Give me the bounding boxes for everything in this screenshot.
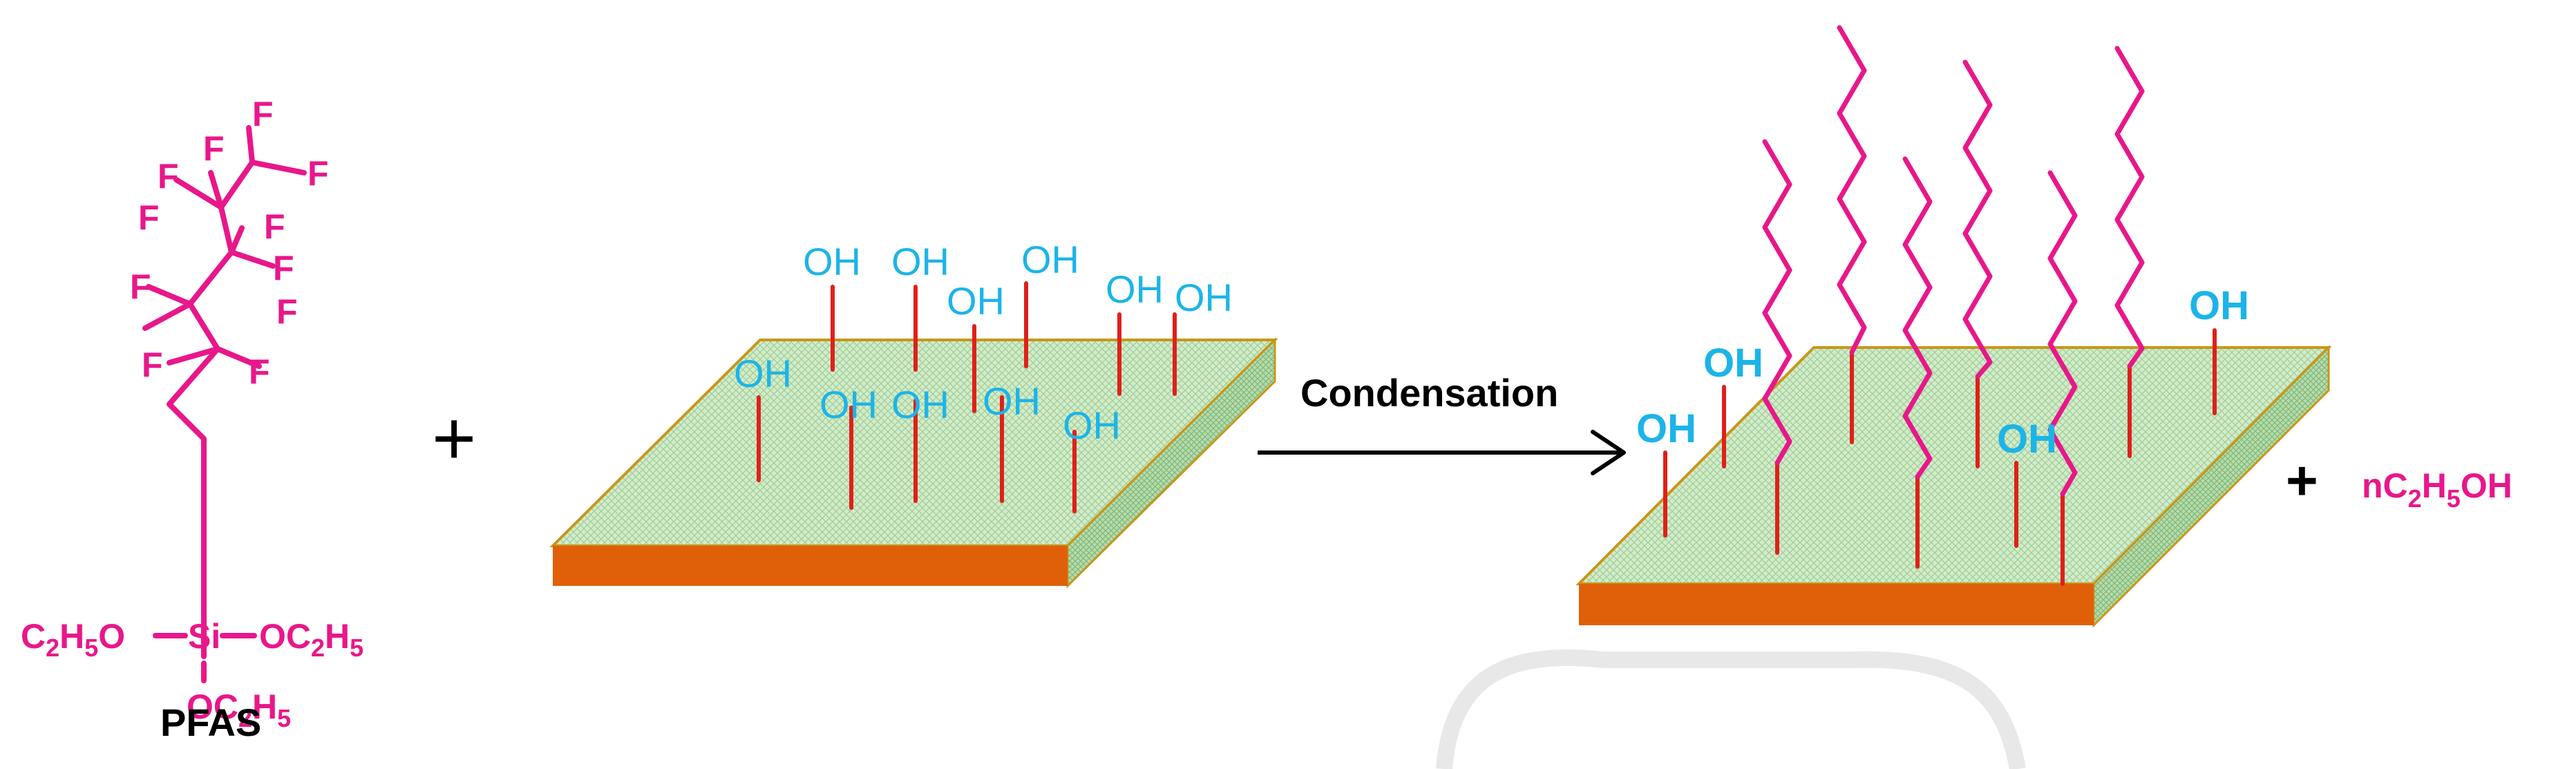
- ethoxy-right: OC2H5: [259, 617, 363, 662]
- fluoro-chains: [1762, 25, 2145, 497]
- substrate-front-edge: [553, 546, 1068, 586]
- silicon-label: Si: [188, 617, 220, 656]
- hydroxyl-label: OH: [1021, 238, 1079, 281]
- fluorine-label: F: [276, 292, 298, 331]
- byproduct-ethanol: nC2H5OH: [2362, 466, 2512, 513]
- hydroxyl-label: OH: [803, 240, 861, 283]
- fluorine-label: F: [138, 198, 160, 237]
- fluoro-backbone: [142, 125, 307, 683]
- fluorine-label: F: [249, 352, 270, 391]
- fluorine-label: F: [130, 267, 151, 306]
- hydroxyl-label: OH: [1997, 417, 2057, 462]
- hydroxyl-label: OH: [891, 240, 949, 283]
- fluorine-label: F: [273, 249, 294, 287]
- fluorine-label: F: [158, 157, 179, 196]
- fluorine-label: F: [307, 154, 329, 193]
- fluoro-chain: [1762, 139, 1792, 466]
- fluorine-label: F: [142, 345, 163, 384]
- fluoro-chain: [1902, 156, 1933, 480]
- pfas-molecule: F F F F F F F F F F F Si C2H5O OC2H5 OC2…: [21, 95, 363, 744]
- hydroxyl-label: OH: [2189, 283, 2249, 328]
- hydroxyl-label: OH: [734, 352, 792, 395]
- hydroxyl-label: OH: [891, 383, 949, 426]
- fluorine-atoms: F F F F F F F F F F F: [130, 95, 329, 391]
- fluoro-chain: [2047, 170, 2078, 497]
- ethoxy-left: C2H5O: [21, 617, 125, 662]
- arrow-label: Condensation: [1300, 371, 1558, 415]
- hydroxyl-label: OH: [820, 383, 878, 426]
- hydroxyl-label: OH: [1636, 406, 1696, 451]
- molecule-name: PFAS: [160, 701, 261, 744]
- fluoro-chain: [1837, 25, 1867, 355]
- plus-operator: +: [432, 396, 476, 481]
- hydroxyl-label: OH: [1703, 341, 1763, 386]
- reaction-arrow: Condensation: [1258, 371, 1626, 475]
- fluorine-label: F: [252, 95, 274, 133]
- hydroxyl-label: OH: [1063, 404, 1121, 447]
- hydroxyl-label: OH: [1175, 276, 1233, 319]
- ethoxy-bottom: OC2H5: [187, 687, 291, 732]
- hydroxyl-label: OH: [1106, 267, 1164, 311]
- hydroxyl-label: OH: [983, 379, 1041, 423]
- watermark-arc: [1436, 649, 2026, 769]
- fluorine-label: F: [264, 207, 285, 246]
- hydroxyl-bonds: [757, 281, 1177, 513]
- fluorine-label: F: [203, 129, 225, 168]
- fluoro-chain: [1962, 59, 1993, 379]
- plus-operator: +: [2286, 450, 2318, 511]
- product-front-edge: [1579, 584, 2094, 625]
- hydroxyl-label: OH: [947, 279, 1005, 323]
- product-bonds: [1663, 328, 2217, 586]
- fluoro-chain: [2114, 46, 2145, 369]
